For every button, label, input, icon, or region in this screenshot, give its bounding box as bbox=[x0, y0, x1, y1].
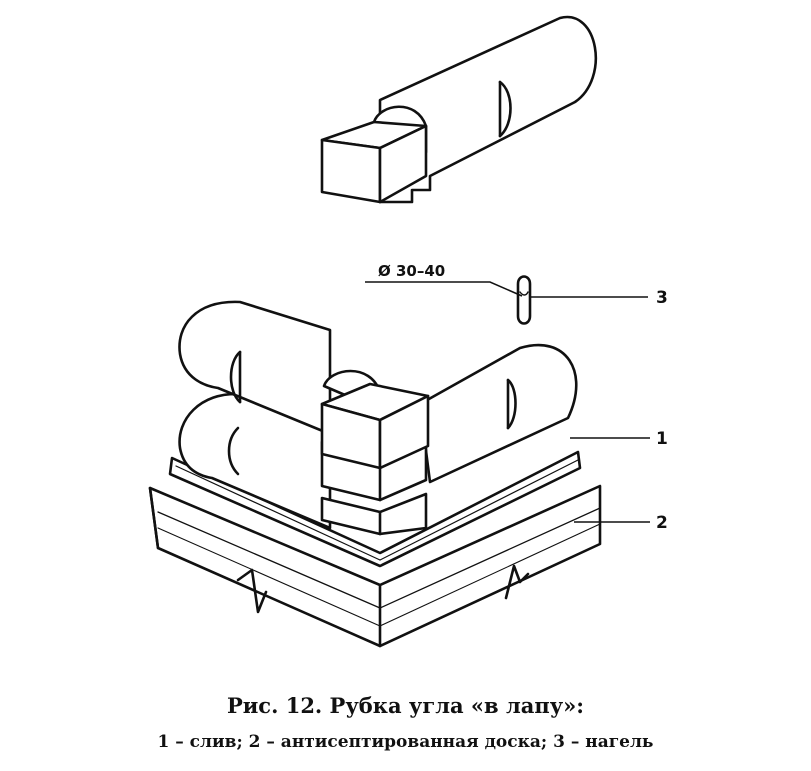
drip-slope-strip bbox=[168, 450, 582, 568]
antiseptic-board bbox=[148, 484, 602, 648]
corner-paw-joint bbox=[320, 369, 430, 536]
single-log-with-paw-end bbox=[320, 15, 598, 204]
part-1-label: 1 bbox=[656, 429, 668, 449]
nagel-dowel bbox=[516, 275, 532, 325]
figure-caption-title: Рис. 12. Рубка угла «в лапу»: bbox=[226, 693, 585, 718]
figure-caption-legend: 1 – слив; 2 – антисептированная доска; 3… bbox=[157, 732, 654, 752]
diameter-label: Ø 30–40 bbox=[378, 262, 445, 280]
part-2-label: 2 bbox=[656, 513, 668, 533]
part-3-label: 3 bbox=[656, 288, 668, 308]
upper-right-log bbox=[418, 343, 578, 484]
lower-left-log bbox=[178, 392, 332, 530]
upper-left-log bbox=[178, 300, 332, 436]
leader-lines bbox=[365, 281, 650, 523]
